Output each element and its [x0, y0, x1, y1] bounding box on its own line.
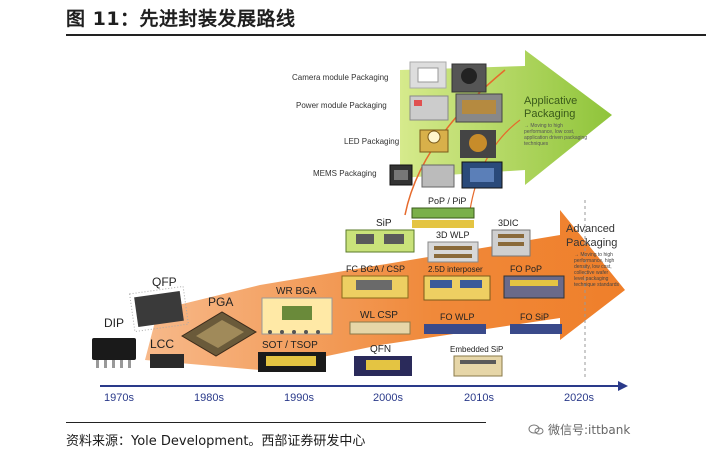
watermark-text: 微信号:ittbank — [548, 423, 631, 437]
advanced-note-4: collective wafer — [574, 270, 609, 276]
wrbga-package: WR BGA — [261, 286, 333, 335]
qfn-label: QFN — [370, 344, 391, 355]
wlp3d-package: 3D WLP — [427, 230, 479, 263]
tick-2020s: 2020s — [564, 392, 594, 404]
applicative-arrow-text: Applicative Packaging → Moving to high p… — [524, 95, 587, 147]
led-image — [419, 129, 496, 158]
applicative-note-1: → Moving to high — [524, 123, 563, 129]
tick-2010s: 2010s — [464, 392, 494, 404]
advanced-note-5: level packaging — [574, 276, 609, 282]
timeline-labels: 1970s 1980s 1990s 2000s 2010s 2020s — [104, 392, 594, 404]
applicative-items: Camera module Packaging Power module Pac… — [292, 73, 399, 178]
title-divider — [66, 34, 706, 36]
source-note: 资料来源：Yole Development。西部证券研发中心 — [66, 434, 366, 449]
camera-module-label: Camera module Packaging — [292, 73, 389, 82]
pop-label: PoP / PiP — [428, 196, 466, 206]
dip-package: DIP — [92, 316, 136, 368]
wrbga-label: WR BGA — [276, 286, 317, 297]
wlcsp-package: WL CSP — [349, 310, 411, 335]
wlcsp-label: WL CSP — [360, 310, 398, 321]
qfp-package: QFP — [129, 275, 189, 333]
lcc-package: LCC — [150, 337, 184, 368]
fosip-label: FO SiP — [520, 312, 549, 322]
advanced-title-1: Advanced — [566, 223, 615, 235]
fosip-package: FO SiP — [510, 312, 562, 334]
pga-label: PGA — [208, 295, 233, 309]
advanced-note-2: performance, high — [574, 258, 615, 264]
fowlp-label: FO WLP — [440, 312, 475, 322]
sot-package: SOT / TSOP — [258, 340, 326, 372]
advanced-arrow-text: Advanced Packaging → Moving to high perf… — [566, 223, 620, 288]
led-label: LED Packaging — [344, 137, 399, 146]
fowlp-package: FO WLP — [424, 312, 486, 334]
wlp3d-label: 3D WLP — [436, 230, 470, 240]
advanced-note-6: technique standards — [574, 282, 620, 288]
fopop-label: FO PoP — [510, 264, 542, 274]
camera-module-image — [409, 61, 487, 93]
interposer-label: 2.5D interposer — [428, 265, 483, 274]
source-divider — [66, 422, 486, 423]
applicative-title-1: Applicative — [524, 95, 577, 107]
advanced-note-3: density, low cost, — [574, 264, 612, 270]
lcc-label: LCC — [150, 337, 174, 351]
fcbga-label: FC BGA / CSP — [346, 264, 405, 274]
applicative-note-2: performance, low cost, — [524, 129, 574, 135]
3dic-label: 3DIC — [498, 218, 519, 228]
mems-label: MEMS Packaging — [313, 169, 377, 178]
figure-title: 图 11：先进封装发展路线 — [66, 8, 296, 30]
fcbga-package: FC BGA / CSP — [341, 264, 409, 299]
embedded-sip-label: Embedded SiP — [450, 345, 503, 354]
sip-label: SiP — [376, 218, 392, 229]
wechat-icon — [528, 424, 544, 434]
advanced-title-2: Packaging — [566, 237, 617, 249]
watermark: 微信号:ittbank — [528, 421, 630, 438]
power-module-label: Power module Packaging — [296, 101, 387, 110]
fopop-package: FO PoP — [503, 264, 565, 299]
interposer-package: 2.5D interposer — [423, 265, 491, 301]
advanced-note-1: → Moving to high — [574, 252, 613, 258]
mems-image — [389, 161, 503, 189]
applicative-note-3: application driven packaging — [524, 135, 587, 141]
qfp-label: QFP — [152, 275, 177, 289]
sot-label: SOT / TSOP — [262, 340, 318, 351]
pga-package: PGA — [181, 295, 257, 357]
tick-1970s: 1970s — [104, 392, 134, 404]
pop-package: PoP / PiP — [411, 196, 475, 228]
qfn-package: QFN — [354, 344, 412, 376]
dip-label: DIP — [104, 316, 124, 330]
timeline-arrowhead — [618, 381, 628, 391]
applicative-note-4: techniques — [524, 141, 549, 147]
tick-2000s: 2000s — [373, 392, 403, 404]
power-module-image — [409, 93, 503, 123]
sip-package: SiP — [345, 218, 415, 253]
tick-1980s: 1980s — [194, 392, 224, 404]
3dic-package: 3DIC — [491, 218, 531, 257]
embedded-sip-package: Embedded SiP — [450, 345, 503, 377]
tick-1990s: 1990s — [284, 392, 314, 404]
applicative-title-2: Packaging — [524, 108, 575, 120]
